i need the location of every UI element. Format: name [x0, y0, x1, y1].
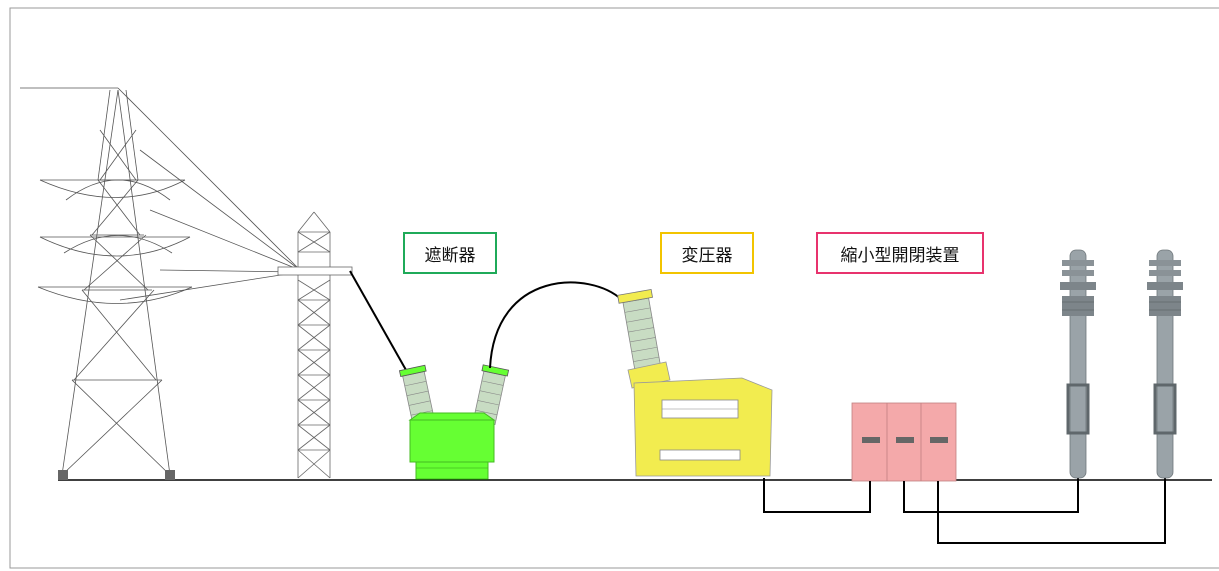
transmission-tower-icon: [20, 87, 301, 476]
cable-terminal-pole-right: [1147, 249, 1183, 479]
tower-foot-right: [165, 470, 175, 480]
steel-gantry-icon: [277, 211, 353, 479]
cable-terminal-icon: [1060, 249, 1183, 479]
conductor-gantry-to-breaker: [349, 270, 407, 371]
cable-terminal-pole-left: [1060, 249, 1096, 479]
transformer-label: 変圧器: [660, 232, 754, 274]
conductor-breaker-to-transformer: [489, 281, 623, 369]
transformer-icon: [617, 288, 773, 477]
diagram-frame: [9, 7, 1219, 569]
gis-switchgear-icon: [851, 402, 957, 482]
breaker-label: 遮断器: [403, 232, 497, 274]
tower-foot-left: [58, 470, 68, 480]
switchgear-label: 縮小型開閉装置: [816, 232, 984, 274]
underground-cables: [763, 478, 1166, 544]
circuit-breaker-icon: [398, 364, 510, 480]
